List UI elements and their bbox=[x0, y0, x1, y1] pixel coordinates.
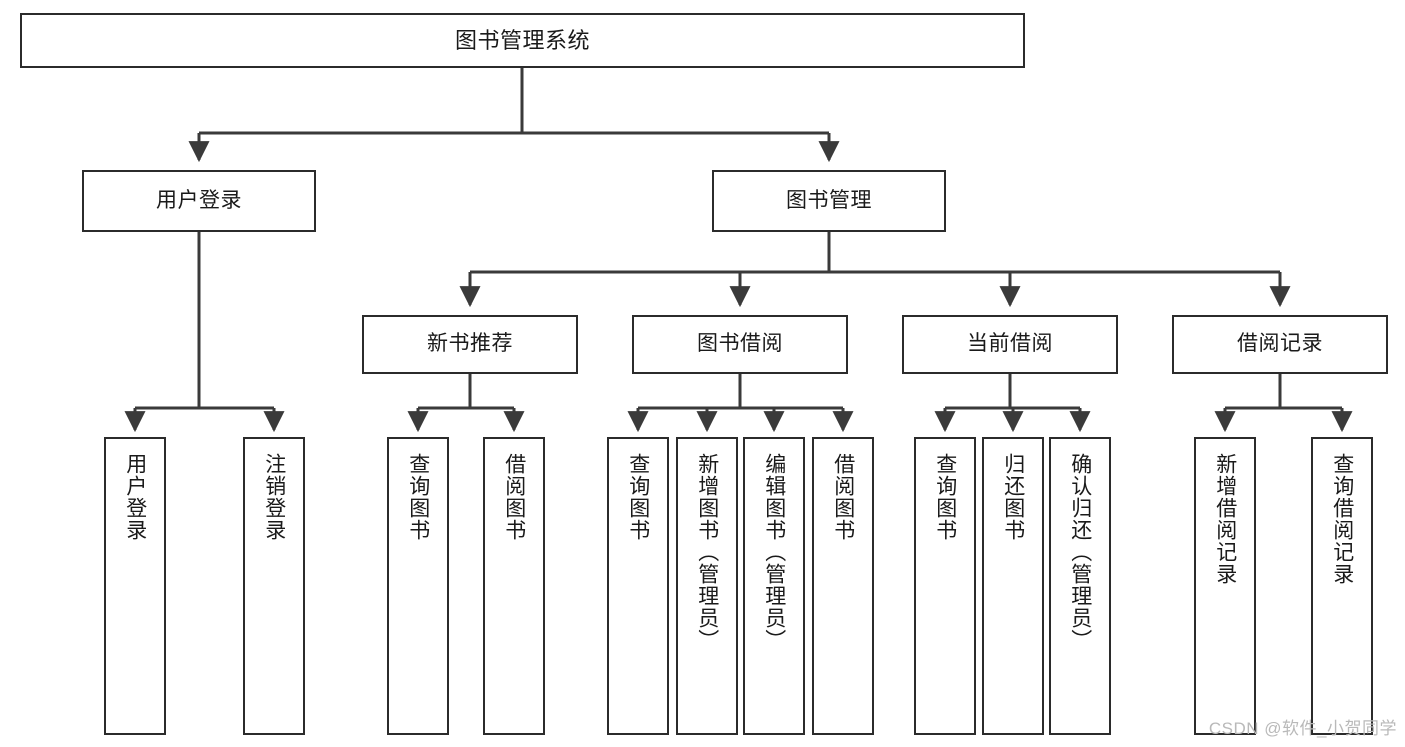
leaf-user-logout[interactable]: 注销登录 bbox=[243, 437, 305, 735]
leaf-user-login[interactable]: 用户登录 bbox=[104, 437, 166, 735]
node-label: 查询借阅记录 bbox=[1330, 453, 1354, 585]
node-label: 查询图书 bbox=[626, 453, 650, 541]
node-label: 借阅记录 bbox=[1237, 332, 1323, 356]
node-label: 新增图书（管理员） bbox=[695, 453, 719, 651]
node-label: 查询图书 bbox=[406, 453, 430, 541]
leaf-recommend-borrow-book[interactable]: 借阅图书 bbox=[483, 437, 545, 735]
node-borrow-record[interactable]: 借阅记录 bbox=[1172, 315, 1388, 374]
leaf-borrow-lend-book[interactable]: 借阅图书 bbox=[812, 437, 874, 735]
leaf-record-search[interactable]: 查询借阅记录 bbox=[1311, 437, 1373, 735]
leaf-record-add[interactable]: 新增借阅记录 bbox=[1194, 437, 1256, 735]
csdn-watermark: CSDN @软件_小贺同学 bbox=[1208, 719, 1397, 738]
leaf-recommend-query-book[interactable]: 查询图书 bbox=[387, 437, 449, 735]
leaf-current-confirm-return-admin[interactable]: 确认归还（管理员） bbox=[1049, 437, 1111, 735]
node-label: 新增借阅记录 bbox=[1213, 453, 1237, 585]
node-label: 用户登录 bbox=[156, 188, 242, 212]
leaf-current-return-book[interactable]: 归还图书 bbox=[982, 437, 1044, 735]
node-new-book-recommend[interactable]: 新书推荐 bbox=[362, 315, 578, 374]
node-label: 注销登录 bbox=[262, 453, 286, 541]
node-label: 当前借阅 bbox=[967, 332, 1053, 356]
node-user-login[interactable]: 用户登录 bbox=[82, 170, 316, 232]
node-book-borrow[interactable]: 图书借阅 bbox=[632, 315, 848, 374]
node-label: 借阅图书 bbox=[502, 453, 526, 541]
node-book-management[interactable]: 图书管理 bbox=[712, 170, 946, 232]
node-label: 用户登录 bbox=[123, 453, 147, 541]
node-root-system[interactable]: 图书管理系统 bbox=[20, 13, 1025, 68]
leaf-borrow-edit-book-admin[interactable]: 编辑图书（管理员） bbox=[743, 437, 805, 735]
node-label: 图书管理 bbox=[786, 188, 872, 212]
leaf-borrow-add-book-admin[interactable]: 新增图书（管理员） bbox=[676, 437, 738, 735]
node-label: 图书管理系统 bbox=[454, 27, 590, 53]
node-label: 编辑图书（管理员） bbox=[762, 453, 786, 651]
node-label: 归还图书 bbox=[1001, 453, 1025, 541]
node-label: 确认归还（管理员） bbox=[1068, 453, 1092, 651]
node-label: 新书推荐 bbox=[427, 332, 513, 356]
node-label: 查询图书 bbox=[933, 453, 957, 541]
leaf-current-query-book[interactable]: 查询图书 bbox=[914, 437, 976, 735]
leaf-borrow-query-book[interactable]: 查询图书 bbox=[607, 437, 669, 735]
node-label: 图书借阅 bbox=[697, 332, 783, 356]
node-label: 借阅图书 bbox=[831, 453, 855, 541]
node-current-borrow[interactable]: 当前借阅 bbox=[902, 315, 1118, 374]
